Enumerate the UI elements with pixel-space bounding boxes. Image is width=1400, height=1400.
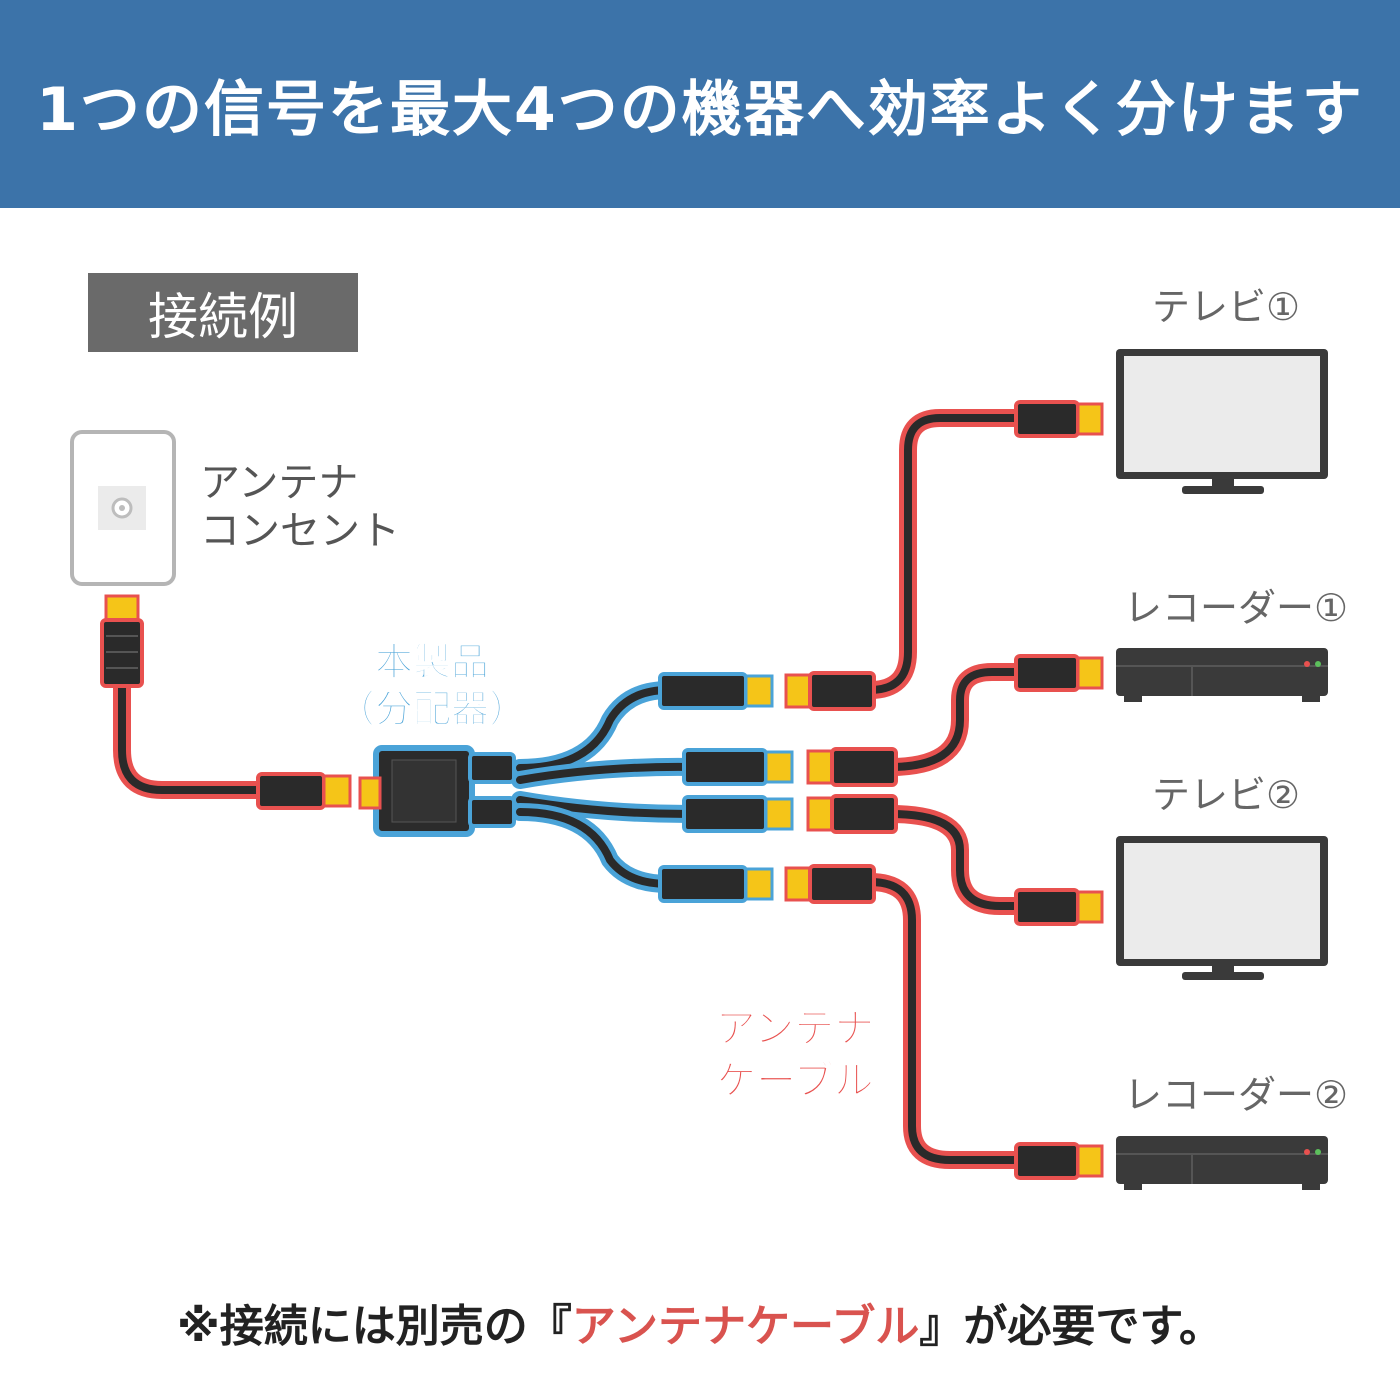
splitter-branch-cables bbox=[511, 681, 699, 893]
device-label-recorder1: レコーダー① bbox=[1124, 586, 1348, 630]
tv-icon-1 bbox=[1116, 349, 1328, 494]
footer-note: ※接続には別売の『アンテナケーブル』が必要です。 bbox=[0, 1282, 1400, 1362]
connection-diagram: アンテナ コンセント 本製品 （分配器） bbox=[70, 285, 1348, 1190]
cable-plugs-device-side bbox=[1014, 400, 1104, 1180]
antenna-cables bbox=[113, 409, 1039, 1169]
connection-example-tag: 接続例 bbox=[88, 273, 358, 352]
device-label-tv2: テレビ② bbox=[1152, 773, 1300, 817]
footer-prefix: ※接続には別売の『 bbox=[177, 1301, 572, 1352]
footer-highlight: アンテナケーブル bbox=[571, 1301, 920, 1352]
product-label-1: 本製品 bbox=[375, 640, 489, 684]
cable-connectors bbox=[100, 400, 1104, 1180]
cable-plugs-splitter-side bbox=[784, 671, 898, 904]
device-label-recorder2: レコーダー② bbox=[1124, 1073, 1348, 1117]
recorder-icon-1 bbox=[1116, 648, 1328, 702]
recorder-icon-2 bbox=[1116, 1136, 1328, 1190]
outlet-plug-icon bbox=[100, 594, 144, 688]
antenna-outlet-label-1: アンテナ bbox=[200, 460, 358, 506]
footer-suffix: 』が必要です。 bbox=[919, 1301, 1223, 1352]
splitter-input-plug-icon bbox=[256, 772, 352, 810]
antenna-outlet-label-2: コンセント bbox=[200, 508, 400, 554]
splitter-device-icon bbox=[358, 745, 516, 837]
splitter-output-jacks bbox=[658, 672, 794, 903]
cable-label-1: アンテナ bbox=[716, 1006, 874, 1052]
cable-label-2: ケーブル bbox=[716, 1058, 874, 1104]
device-label-tv1: テレビ① bbox=[1152, 285, 1300, 329]
tv-icon-2 bbox=[1116, 836, 1328, 980]
product-label-2: （分配器） bbox=[337, 687, 527, 731]
antenna-outlet-icon bbox=[70, 430, 176, 586]
page-title: 1つの信号を最大4つの機器へ効率よく分けます bbox=[36, 74, 1364, 145]
header-banner: 1つの信号を最大4つの機器へ効率よく分けます bbox=[0, 0, 1400, 208]
